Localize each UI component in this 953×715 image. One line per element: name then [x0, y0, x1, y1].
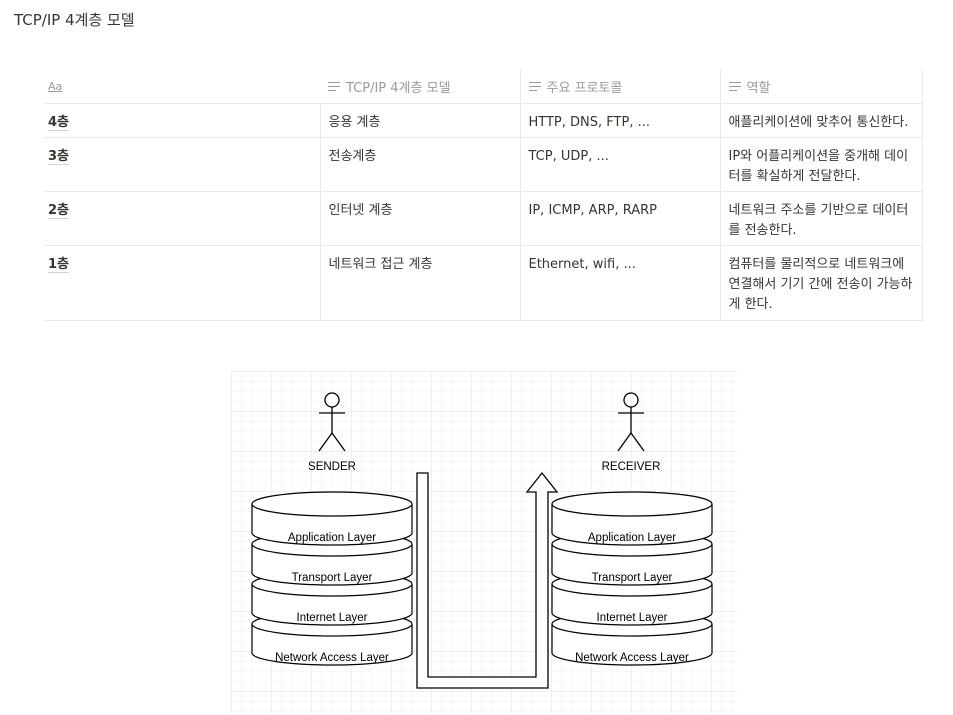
cell-layer[interactable]: 4층 [44, 103, 321, 138]
tcp-ip-diagram: SENDER RECEIVER Application Layer Trans [231, 371, 737, 713]
cell-protocols[interactable]: HTTP, DNS, FTP, ... [520, 103, 721, 138]
text-property-icon [728, 81, 741, 92]
column-header-model[interactable]: TCP/IP 4계층 모델 [320, 70, 521, 104]
cell-layer[interactable]: 3층 [44, 137, 321, 192]
text-property-icon [528, 81, 541, 92]
text-property-icon [328, 81, 340, 92]
cell-model[interactable]: 전송계층 [320, 137, 521, 192]
table-row[interactable]: 2층 인터넷 계층 IP, ICMP, ARP, RARP 네트워크 주소를 기… [44, 191, 923, 246]
cell-protocols[interactable]: TCP, UDP, ... [520, 137, 721, 192]
sender-internet-layer-label: Internet Layer [297, 612, 368, 624]
column-header-label: 주요 프로토콜 [546, 81, 623, 96]
sender-layer-stack [251, 491, 413, 666]
database-table: Aa TCP/IP 4계층 모델 주요 프로토콜 역할 [44, 70, 923, 321]
cell-model[interactable]: 인터넷 계층 [320, 191, 521, 246]
receiver-layer-stack [551, 491, 713, 666]
sender-network-access-layer-label: Network Access Layer [275, 652, 389, 664]
layer-cylinder [551, 491, 713, 546]
column-header-label: TCP/IP 4계층 모델 [346, 81, 451, 96]
page-title: TCP/IP 4계층 모델 [14, 11, 135, 29]
sender-application-layer-label: Application Layer [288, 532, 376, 544]
table-row[interactable]: 1층 네트워크 접근 계층 Ethernet, wifi, ... 컴퓨터를 물… [44, 245, 923, 321]
cell-model[interactable]: 네트워크 접근 계층 [320, 245, 521, 321]
receiver-application-layer-label: Application Layer [588, 532, 676, 544]
column-header-role[interactable]: 역할 [720, 70, 923, 104]
cell-layer[interactable]: 2층 [44, 191, 321, 246]
receiver-person-icon [617, 392, 645, 452]
cell-role[interactable]: 컴퓨터를 물리적으로 네트워크에 연결해서 기기 간에 전송이 가능하게 한다. [720, 245, 923, 321]
column-header-protocols[interactable]: 주요 프로토콜 [520, 70, 721, 104]
column-header-label: 역할 [746, 81, 771, 96]
table-row[interactable]: 4층 응용 계층 HTTP, DNS, FTP, ... 애플리케이션에 맞추어… [44, 103, 923, 138]
receiver-internet-layer-label: Internet Layer [597, 612, 668, 624]
sender-label: SENDER [308, 461, 356, 473]
cell-layer[interactable]: 1층 [44, 245, 321, 321]
column-header-title[interactable]: Aa [44, 70, 320, 104]
table-row[interactable]: 3층 전송계층 TCP, UDP, ... IP와 어플리케이션을 중개해 데이… [44, 137, 923, 192]
receiver-label: RECEIVER [602, 461, 661, 473]
layer-cylinder [251, 491, 413, 546]
cell-protocols[interactable]: IP, ICMP, ARP, RARP [520, 191, 721, 246]
cell-protocols[interactable]: Ethernet, wifi, ... [520, 245, 721, 321]
receiver-transport-layer-label: Transport Layer [592, 572, 673, 584]
u-turn-arrow-icon [416, 471, 559, 689]
receiver-network-access-layer-label: Network Access Layer [575, 652, 689, 664]
sender-transport-layer-label: Transport Layer [292, 572, 373, 584]
title-property-icon: Aa [48, 80, 63, 93]
cell-role[interactable]: 네트워크 주소를 기반으로 데이터를 전송한다. [720, 191, 923, 246]
cell-model[interactable]: 응용 계층 [320, 103, 521, 138]
cell-role[interactable]: IP와 어플리케이션을 중개해 데이터를 확실하게 전달한다. [720, 137, 923, 192]
table-header-row: Aa TCP/IP 4계층 모델 주요 프로토콜 역할 [44, 70, 923, 104]
sender-person-icon [318, 392, 346, 452]
cell-role[interactable]: 애플리케이션에 맞추어 통신한다. [720, 103, 923, 138]
